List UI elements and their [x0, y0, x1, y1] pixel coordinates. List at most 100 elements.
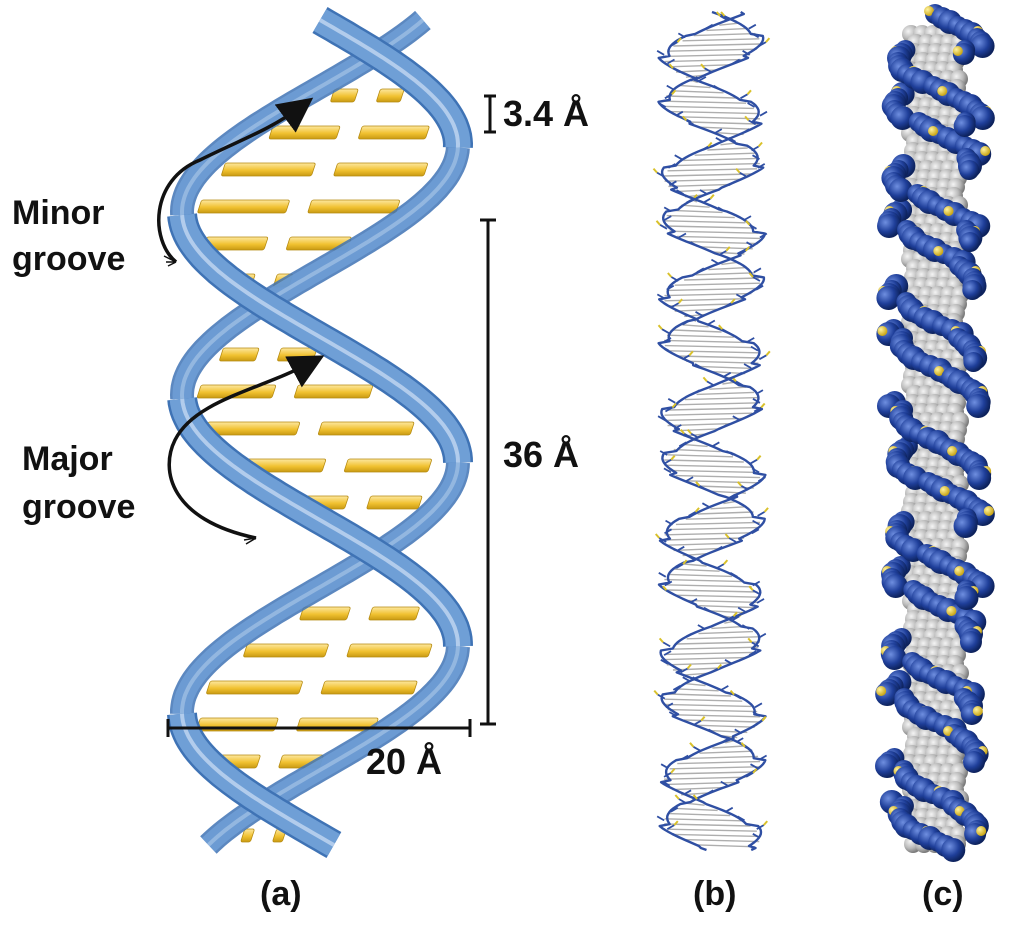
backbone-branch	[740, 93, 748, 100]
backbone-atom	[882, 646, 907, 670]
backbone-branch	[758, 632, 767, 639]
backbone-branch	[681, 354, 690, 361]
minor-groove-line2: groove	[12, 240, 125, 278]
backbone-branch	[750, 345, 759, 352]
base-plate	[333, 162, 428, 177]
base-stick	[673, 162, 760, 167]
backbone-branch	[748, 119, 757, 126]
base-stick	[666, 334, 734, 338]
phosphorus-atom	[972, 706, 983, 716]
backbone-branch	[735, 380, 744, 387]
backbone-branch	[700, 145, 709, 152]
phosphate-stick	[692, 794, 698, 800]
stick-backbone-2	[657, 10, 767, 852]
backbone-branch	[752, 398, 761, 404]
base-stick	[667, 542, 734, 546]
backbone-branch	[666, 589, 674, 595]
backbone-branch	[753, 406, 762, 413]
stick-backbone-1	[657, 10, 767, 852]
phosphate-stick	[748, 585, 754, 591]
backbone-atom	[941, 838, 966, 862]
base-stick	[676, 235, 761, 240]
backbone-atom	[877, 214, 902, 238]
backbone-branch	[664, 528, 672, 535]
base-plate	[268, 125, 341, 140]
base-plate	[299, 606, 351, 621]
base-pair	[238, 458, 432, 473]
backbone-branch	[663, 206, 672, 213]
backbone-branch	[698, 76, 707, 82]
backbone-branch	[666, 824, 675, 830]
base-stick	[710, 506, 746, 510]
backbone-ribbon-1-highlight	[179, 147, 460, 399]
major-groove-line2: groove	[22, 488, 135, 526]
backbone-branch	[731, 258, 740, 265]
phosphate-stick	[707, 141, 713, 148]
base-stick	[664, 344, 753, 349]
phosphate-stick	[658, 637, 664, 644]
base-stick	[695, 724, 755, 728]
phosphate-stick	[653, 689, 659, 696]
backbone-atom	[970, 34, 995, 58]
phosphate-stick	[761, 716, 767, 722]
backbone-branch	[752, 519, 761, 526]
phosphorus-atom	[952, 46, 963, 56]
base-stick	[673, 833, 760, 838]
backbone-branch	[737, 606, 746, 613]
base-stick	[698, 630, 754, 635]
base-stick	[676, 641, 761, 645]
phosphate-stick	[725, 246, 731, 252]
phosphate-stick	[667, 272, 673, 278]
phosphate-stick	[746, 89, 752, 95]
base-stick	[691, 79, 698, 84]
base-stick	[682, 443, 708, 448]
backbone-branch	[667, 163, 676, 169]
phosphorus-atom	[924, 6, 934, 16]
backbone-branch	[663, 458, 672, 465]
backbone-branch	[692, 389, 701, 395]
base-stick	[668, 183, 731, 188]
base-stick	[667, 573, 733, 578]
phosphate-stick	[700, 716, 706, 722]
backbone-branch	[692, 676, 701, 682]
backbone-branch	[756, 824, 765, 830]
base-stick	[664, 339, 745, 344]
backbone-branch	[757, 511, 766, 517]
base-stick	[685, 516, 759, 520]
backbone-branch	[719, 424, 728, 430]
backbone-branch	[707, 319, 716, 326]
backbone-ribbon-2-highlight	[180, 462, 460, 714]
base-stick	[667, 422, 733, 427]
base-pair	[206, 680, 418, 695]
backbone-branch	[754, 719, 763, 726]
base-stick	[672, 786, 723, 791]
base-stick	[668, 469, 758, 474]
backbone-branch	[667, 398, 676, 404]
backbone-branch	[664, 406, 673, 413]
backbone-branch	[685, 476, 694, 482]
backbone-branch	[662, 641, 671, 648]
backbone-branch	[671, 302, 680, 308]
base-stick	[686, 636, 759, 640]
base-stick	[666, 214, 735, 219]
base-pairs	[196, 88, 433, 843]
backbone-branch	[706, 380, 715, 387]
backbone-branch	[702, 197, 711, 204]
base-stick	[664, 53, 751, 58]
base-stick	[667, 454, 733, 458]
phosphate-stick	[730, 298, 736, 304]
base-pair	[203, 421, 415, 436]
base-stick	[694, 844, 756, 848]
backbone-branch	[751, 467, 760, 474]
backbone-branch	[718, 250, 727, 256]
phosphate-stick	[748, 272, 754, 278]
phosphate-stick	[676, 37, 682, 43]
backbone-branch	[755, 284, 764, 291]
backbone-branch	[656, 50, 665, 56]
base-stick	[664, 464, 753, 468]
backbone-branch	[759, 110, 768, 117]
backbone-branch	[687, 554, 696, 561]
base-stick	[669, 230, 759, 234]
phosphate-stick	[744, 115, 750, 122]
backbone-branch	[738, 502, 747, 508]
